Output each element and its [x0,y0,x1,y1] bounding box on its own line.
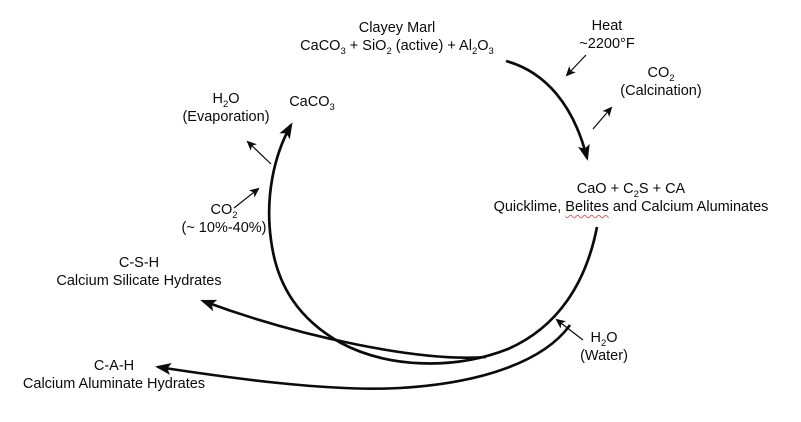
node-h2o-evaporation: H2O (Evaporation) [182,90,269,126]
cah-hydration-arrow [155,324,572,390]
cah-name: Calcium Aluminate Hydrates [22,376,206,392]
h2o-evaporation-note: (Evaporation) [182,109,270,125]
quicklime-desc-prefix: Quicklime, [493,199,566,215]
quicklime-desc-belites: Belites [565,199,609,215]
co2-release-arrow [592,106,613,130]
calcination-arc-arrow [505,59,590,161]
quicklime-desc-suffix: and Calcium Aluminates [608,199,769,215]
cah-abbr: C-A-H [93,358,135,374]
node-csh: C-S-H Calcium Silicate Hydrates [56,254,221,290]
quicklime-description: Quicklime, Belites and Calcium Aluminate… [494,198,769,216]
clayey-marl-title: Clayey Marl [358,20,436,36]
carbonation-cycle-arrow [267,122,599,365]
caco3-formula: CaCO3 [289,94,335,113]
heat-label: Heat [591,18,623,34]
co2-calcination-note: (Calcination) [620,83,702,99]
node-quicklime: CaO + C2S + CA Quicklime, Belites and Ca… [494,180,769,216]
h2o-water-formula: H2O [590,330,618,349]
csh-abbr: C-S-H [118,255,160,271]
co2-calcination-formula: CO2 [647,65,675,84]
co2-absorbed-formula: CO2 [210,202,238,221]
h2o-evaporation-arrow [246,140,272,165]
node-co2-calcination: CO2 (Calcination) [620,64,701,100]
node-h2o-water: H2O (Water) [580,329,628,365]
heat-input-arrow [565,54,587,77]
node-co2-absorbed: CO2 (~ 10%-40%) [181,201,266,237]
quicklime-formula: CaO + C2S + CA [576,181,686,200]
h2o-evaporation-formula: H2O [212,91,240,110]
node-caco3: CaCO3 [289,93,335,113]
h2o-input-arrow [555,318,584,341]
co2-absorption-arrow [233,187,260,209]
heat-temperature: ~2200°F [579,36,635,52]
h2o-water-note: (Water) [580,348,628,364]
csh-hydration-arrow [200,299,487,359]
clayey-marl-formula: CaCO3 + SiO2 (active) + Al2O3 [300,38,494,57]
node-cah: C-A-H Calcium Aluminate Hydrates [23,357,205,393]
node-heat: Heat ~2200°F [579,17,634,53]
csh-name: Calcium Silicate Hydrates [56,273,222,289]
node-clayey-marl: Clayey Marl CaCO3 + SiO2 (active) + Al2O… [300,19,494,57]
co2-absorbed-note: (~ 10%-40%) [181,220,267,236]
